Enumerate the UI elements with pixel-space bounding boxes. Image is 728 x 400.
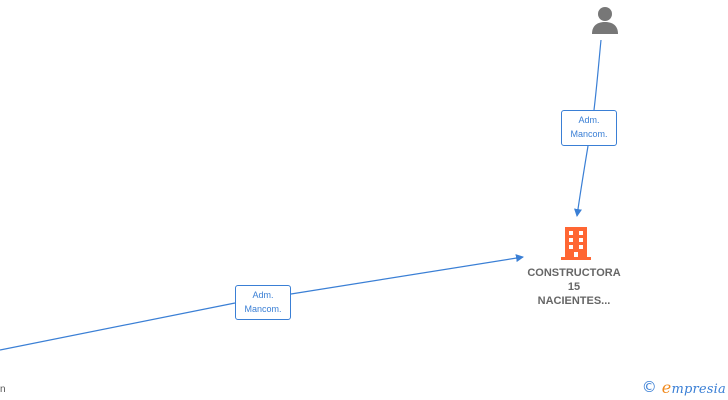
edge-label-top-line1: Adm.: [578, 115, 600, 125]
building-icon[interactable]: [560, 226, 592, 260]
edge-label-bottom-line1: Adm.: [252, 290, 274, 300]
edge-line-top: [577, 39, 602, 216]
company-name-line3: NACIENTES...: [537, 295, 611, 307]
company-name-line1: CONSTRUCTORA: [527, 267, 621, 279]
edge-label-bottom[interactable]: Adm. Mancom.: [235, 285, 291, 320]
empresia-logo: empresia: [662, 378, 726, 397]
company-name-line2: 15: [567, 281, 581, 293]
edge-line-bottom: [0, 257, 523, 351]
edge-label-top-line2: Mancom.: [570, 129, 608, 139]
edge-label-bottom-line2: Mancom.: [244, 304, 282, 314]
left-node-label-fragment: n: [0, 384, 6, 395]
company-name[interactable]: CONSTRUCTORA 15 NACIENTES...: [514, 266, 634, 308]
copyright-icon: ©: [641, 378, 657, 396]
logo-rest: mpresia: [671, 381, 726, 397]
logo-initial: e: [661, 377, 672, 397]
person-icon[interactable]: [589, 5, 621, 35]
brand-watermark: © empresia: [642, 377, 726, 397]
edge-label-top[interactable]: Adm. Mancom.: [561, 110, 617, 146]
